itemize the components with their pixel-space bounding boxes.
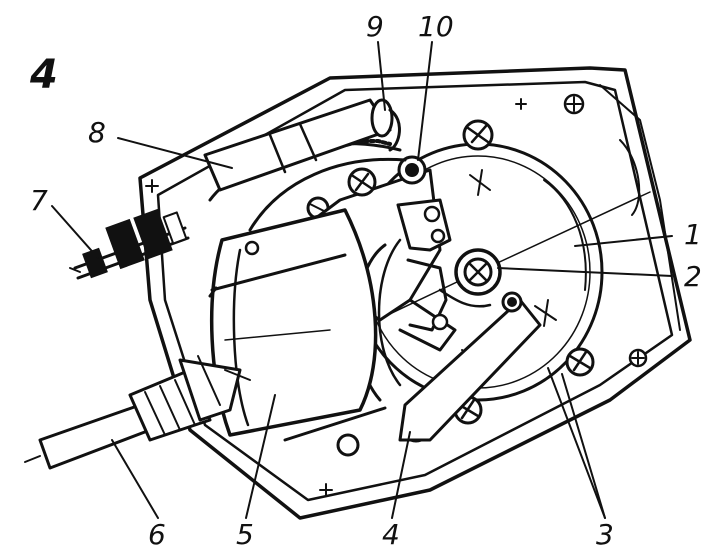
callout-3: 3 xyxy=(596,518,614,551)
figure-number: 4 xyxy=(29,52,58,98)
lever-arm xyxy=(398,291,542,442)
hub xyxy=(454,248,502,296)
shaft-knob xyxy=(24,355,251,470)
callout-6: 6 xyxy=(148,518,166,551)
callout-8: 8 xyxy=(88,116,106,149)
callout-5: 5 xyxy=(236,518,254,551)
nut xyxy=(82,247,108,279)
terminal-bolt xyxy=(69,208,190,280)
callout-10: 10 xyxy=(418,10,454,43)
callout-1: 1 xyxy=(684,218,702,251)
drum xyxy=(208,208,387,442)
callout-4: 4 xyxy=(382,518,400,551)
leader-lines xyxy=(51,41,673,519)
callout-9: 9 xyxy=(366,10,384,43)
callout-2: 2 xyxy=(684,260,702,293)
base-plate xyxy=(138,66,692,520)
upper-bracket xyxy=(298,155,492,332)
callout-7: 7 xyxy=(30,184,48,217)
cylinder xyxy=(203,98,401,192)
